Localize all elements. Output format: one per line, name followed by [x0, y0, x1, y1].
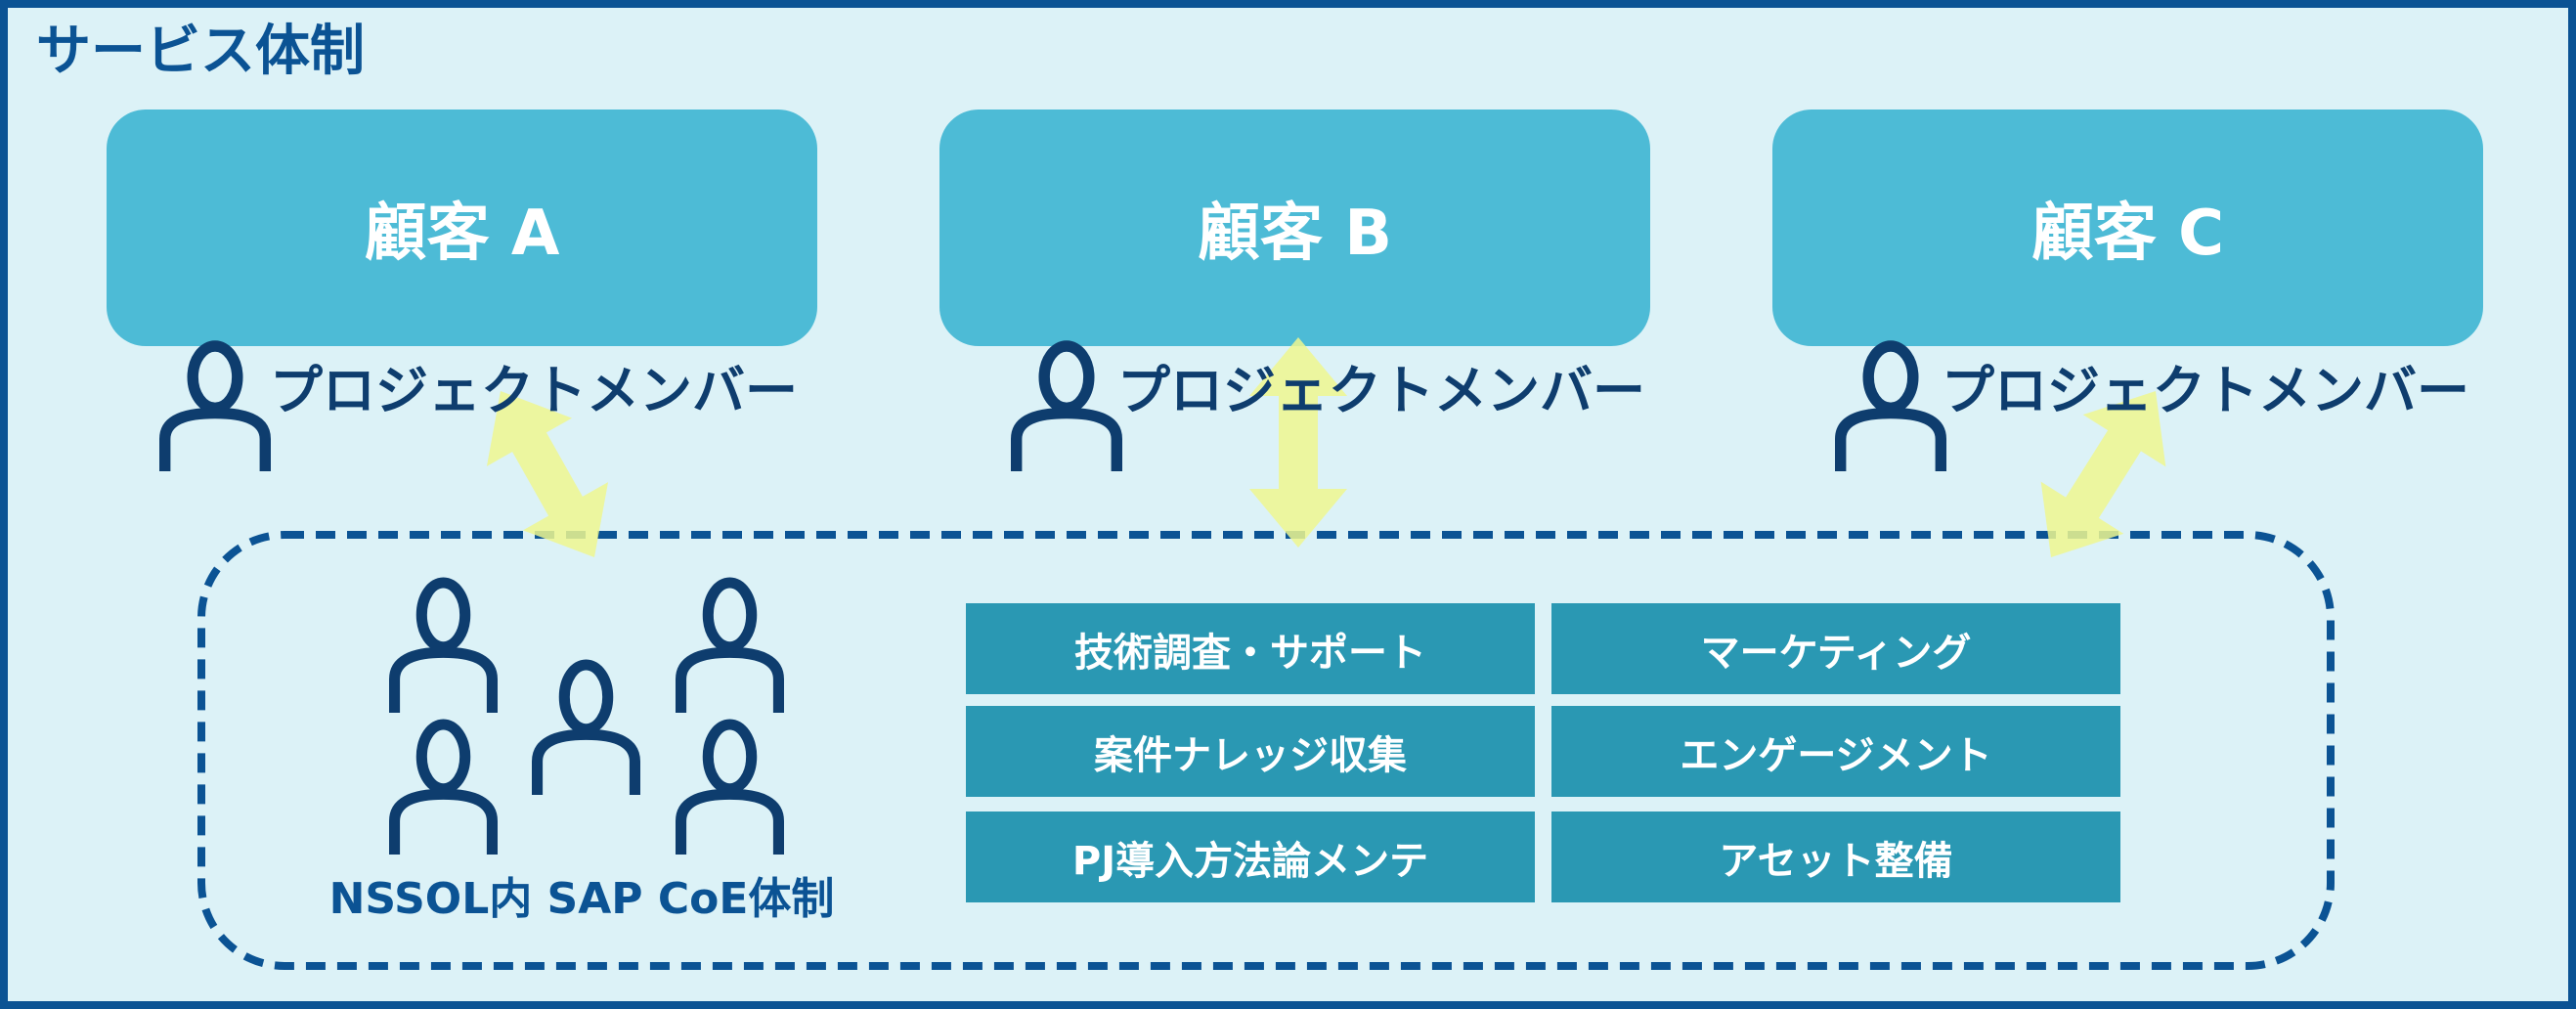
- customer-c-member-label: プロジェクトメンバー: [1942, 360, 2469, 421]
- coe-person-icon: [389, 577, 498, 713]
- task-asset-maintenance: アセット整備: [1551, 812, 2120, 902]
- double-arrow-customer-c: [2040, 391, 2166, 557]
- customer-c-box: 顧客 C: [1772, 110, 2483, 346]
- coe-dashed-boundary: [197, 531, 2335, 970]
- customer-b-person-icon: [1011, 340, 1122, 471]
- coe-person-icon: [532, 659, 640, 795]
- task-marketing: マーケティング: [1551, 603, 2120, 694]
- customer-a-box: 顧客 A: [107, 110, 817, 346]
- double-arrow-customer-b: [1249, 337, 1347, 548]
- coe-person-icon: [389, 719, 498, 855]
- task-tech-research-support: 技術調査・サポート: [966, 603, 1535, 694]
- coe-person-icon: [676, 577, 784, 713]
- customer-b-box: 顧客 B: [939, 110, 1650, 346]
- task-engagement: エンゲージメント: [1551, 706, 2120, 797]
- task-methodology-maintenance: PJ導入方法論メンテ: [966, 812, 1535, 902]
- customer-a-member-label: プロジェクトメンバー: [270, 360, 798, 421]
- coe-label: NSSOL内 SAP CoE体制: [328, 874, 835, 924]
- double-arrow-customer-a: [486, 391, 609, 557]
- coe-person-icon: [676, 719, 784, 855]
- customer-b-member-label: プロジェクトメンバー: [1117, 360, 1645, 421]
- diagram-title: サービス体制: [36, 20, 365, 83]
- customer-a-person-icon: [159, 340, 271, 471]
- customer-c-person-icon: [1835, 340, 1946, 471]
- task-knowledge-collection: 案件ナレッジ収集: [966, 706, 1535, 797]
